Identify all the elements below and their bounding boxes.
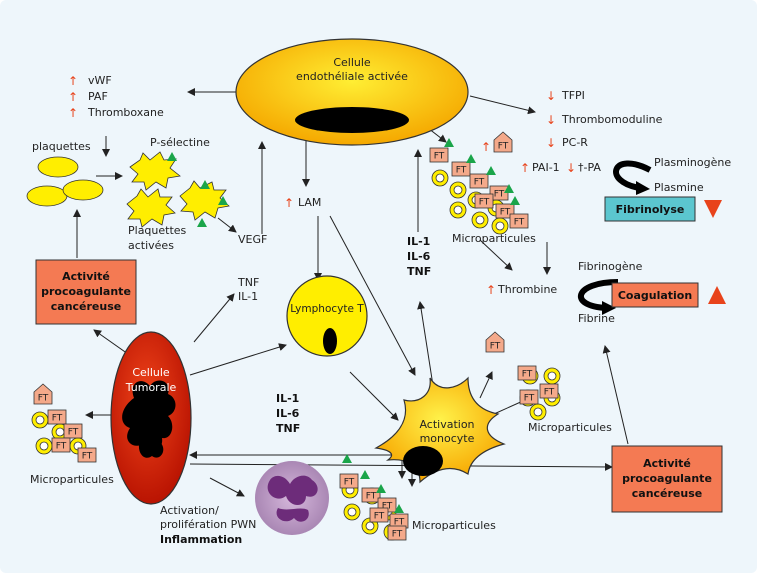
p-selectine-label: P-sélectine — [150, 136, 210, 149]
activation-prolif-label-1: Activation/ — [160, 504, 219, 517]
activated-monocyte: Activation monocyte — [374, 376, 506, 484]
svg-text:cancéreuse: cancéreuse — [632, 487, 702, 500]
svg-text:TNF: TNF — [407, 265, 431, 278]
activated-platelets: P-sélectine Plaquettes activées — [126, 136, 230, 252]
svg-text:TNF: TNF — [276, 422, 300, 435]
plaquettes-activees-label-2: activées — [128, 239, 174, 252]
fibrine-label: Fibrine — [578, 312, 615, 325]
lam-label: LAM — [298, 196, 321, 209]
endothelial-cell: Cellule endothéliale activée — [235, 38, 469, 146]
microparticles-right-label: Microparticules — [528, 421, 612, 434]
up-arrow-icon: ↑ — [481, 140, 491, 154]
fibrinolyse-label: Fibrinolyse — [616, 203, 685, 216]
up-arrow-icon: ↑ — [486, 283, 496, 297]
up-arrow-icon: ↑ — [68, 106, 78, 120]
thrombomoduline-label: Thrombomoduline — [561, 113, 663, 126]
svg-text:Activité: Activité — [643, 457, 691, 470]
microparticles-bottom: Microparticules — [339, 454, 496, 541]
platelets: plaquettes — [26, 140, 104, 207]
il1-label: IL-1 — [238, 290, 258, 303]
tpa-label: †-PA — [578, 161, 601, 174]
microparticles-top-label: Microparticules — [452, 232, 536, 245]
vegf-label: VEGF — [238, 233, 267, 246]
svg-text:IL-6: IL-6 — [276, 407, 300, 420]
endothelial-downregulation: ↓ TFPI ↓ Thrombomoduline ↓ PC-R ↑ PAI-1 … — [520, 89, 663, 175]
fibrinolysis: Plasminogène Plasmine Fibrinolyse — [604, 156, 731, 222]
svg-text:cancéreuse: cancéreuse — [51, 300, 121, 313]
tnf-label: TNF — [237, 276, 259, 289]
down-arrow-icon: ↓ — [566, 161, 576, 175]
up-arrow-icon: ↑ — [68, 90, 78, 104]
lymphocyte-label: Lymphocyte T — [290, 303, 364, 315]
procoagulant-box-right: Activité procoagulante cancéreuse — [611, 445, 723, 513]
svg-text:Activité: Activité — [62, 270, 110, 283]
coagulation-label: Coagulation — [618, 289, 692, 302]
thromboxane-label: Thromboxane — [87, 106, 164, 119]
secreted-factors: ↑ vWF ↑ PAF ↑ Thromboxane — [68, 74, 164, 120]
up-arrow-icon: ↑ — [520, 161, 530, 175]
activation-prolif-label-2: prolifération PWN — [160, 518, 256, 531]
up-triangle-icon — [708, 286, 726, 304]
neutrophil — [255, 461, 329, 535]
tumor-label-2: Tumorale — [125, 381, 177, 394]
cytokines-middle: IL-1 IL-6 TNF — [276, 392, 300, 435]
plasminogene-label: Plasminogène — [654, 156, 731, 169]
down-triangle-icon — [704, 200, 722, 218]
fibrinogene-label: Fibrinogène — [578, 260, 643, 273]
pcr-label: PC-R — [562, 136, 588, 149]
svg-text:procoagulante: procoagulante — [622, 472, 712, 485]
inflammation-label: Inflammation — [160, 533, 242, 546]
tfpi-label: TFPI — [561, 89, 585, 102]
microparticles-left-label: Microparticules — [30, 473, 114, 486]
down-arrow-icon: ↓ — [546, 113, 556, 127]
svg-text:IL-6: IL-6 — [407, 250, 431, 263]
lymphocyte-t: Lymphocyte T — [286, 275, 368, 357]
microparticles-left: Microparticules — [30, 383, 114, 486]
svg-text:IL-1: IL-1 — [276, 392, 299, 405]
plasmine-label: Plasmine — [654, 181, 704, 194]
tumor-cell: Cellule Tumorale — [110, 331, 192, 505]
svg-text:IL-1: IL-1 — [407, 235, 430, 248]
plaquettes-activees-label-1: Plaquettes — [128, 224, 187, 237]
monocyte-label-1: Activation — [419, 418, 474, 431]
microparticles-top: ↑ Microparticules — [429, 131, 536, 245]
procoagulant-box-left: Activité procoagulante cancéreuse — [35, 259, 137, 325]
pai1-label: PAI-1 — [532, 161, 560, 174]
svg-text:procoagulante: procoagulante — [41, 285, 131, 298]
thrombine-label: Thrombine — [497, 283, 557, 296]
vwf-label: vWF — [88, 74, 112, 87]
endothelial-label-1: Cellule — [333, 56, 371, 69]
plaquettes-label: plaquettes — [32, 140, 91, 153]
down-arrow-icon: ↓ — [546, 136, 556, 150]
up-arrow-icon: ↑ — [284, 196, 294, 210]
tumor-label-1: Cellule — [132, 366, 170, 379]
cytokines-right: IL-1 IL-6 TNF — [407, 235, 431, 278]
endothelial-label-2: endothéliale activée — [296, 70, 408, 83]
up-arrow-icon: ↑ — [68, 74, 78, 88]
coagulation: Fibrinogène Coagulation Fibrine — [577, 260, 726, 325]
monocyte-label-2: monocyte — [420, 432, 475, 445]
pwn-labels: Activation/ prolifération PWN Inflammati… — [160, 504, 256, 546]
microparticles-bottom-label: Microparticules — [412, 519, 496, 532]
microparticles-right: Microparticules — [485, 331, 612, 434]
paf-label: PAF — [88, 90, 108, 103]
down-arrow-icon: ↓ — [546, 89, 556, 103]
